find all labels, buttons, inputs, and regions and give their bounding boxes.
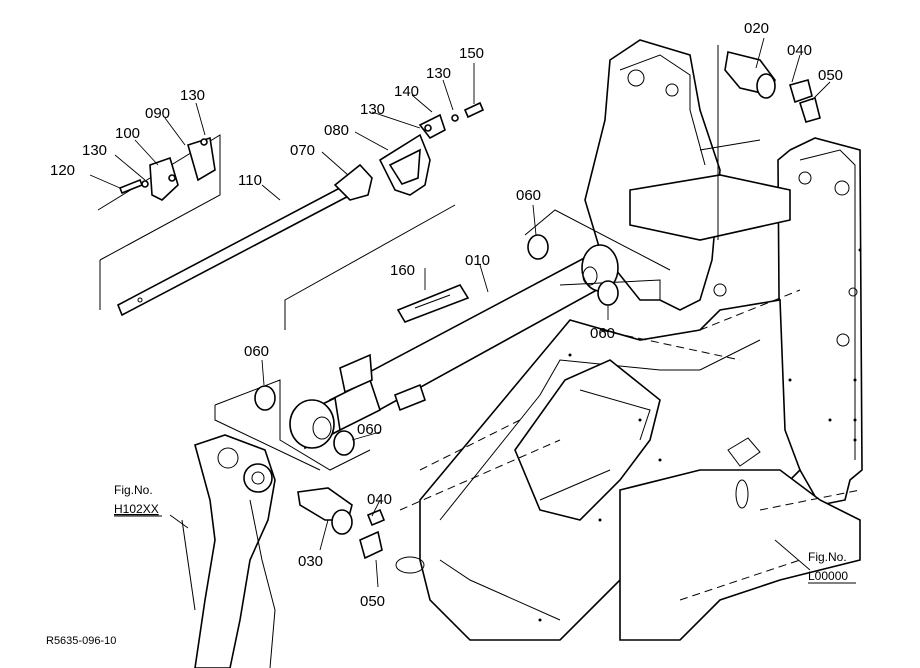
callout-040-top: 040: [787, 42, 812, 59]
callout-060-lower: 060: [357, 421, 382, 438]
plate-070: [333, 163, 373, 201]
fig-ref-l00000-line1: Fig.No.: [808, 550, 847, 564]
callout-100: 100: [115, 125, 140, 142]
callout-150: 150: [459, 45, 484, 62]
pin-030-assembly: [297, 487, 386, 560]
part-160-decal: [396, 284, 470, 323]
callout-060-left: 060: [244, 343, 269, 360]
callout-130-top: 130: [426, 65, 451, 82]
callout-050-bottom: 050: [360, 593, 385, 610]
callout-labels: 020 040 050 150 130 140 130 080 070 130 …: [50, 20, 843, 610]
callout-160: 160: [390, 262, 415, 279]
fig-ref-h102xx-line2[interactable]: H102XX: [114, 502, 159, 516]
callout-020: 020: [744, 20, 769, 37]
fig-ref-l00000-line2[interactable]: L00000: [808, 569, 848, 583]
callout-130-left: 130: [180, 87, 205, 104]
loader-arm: [181, 434, 276, 668]
callout-030: 030: [298, 553, 323, 570]
figure-reference-h102xx[interactable]: Fig.No. H102XX: [114, 483, 162, 517]
callout-040-bottom: 040: [367, 491, 392, 508]
callout-070: 070: [290, 142, 315, 159]
callout-080: 080: [324, 122, 349, 139]
loader-frame: [395, 39, 863, 641]
callout-110: 110: [238, 172, 262, 189]
figure-reference-l00000[interactable]: Fig.No. L00000: [808, 550, 856, 584]
pin-020-assembly: [724, 51, 821, 123]
leader-lines: [89, 37, 831, 588]
pin-110: [116, 178, 362, 317]
callout-090: 090: [145, 105, 170, 122]
callout-140: 140: [394, 83, 419, 100]
lift-cylinder: [289, 244, 619, 450]
callout-060-right: 060: [590, 325, 615, 342]
callout-130-mid: 130: [360, 101, 385, 118]
callout-060-top: 060: [516, 187, 541, 204]
callout-010: 010: [465, 252, 490, 269]
washers-060: [254, 234, 619, 456]
callout-120: 120: [50, 162, 75, 179]
top-bolts: [418, 101, 485, 140]
fig-ref-h102xx-line1: Fig.No.: [114, 483, 153, 497]
callout-050-top: 050: [818, 67, 843, 84]
drawing-number: R5635-096-10: [46, 635, 116, 647]
shackle-080: [378, 133, 431, 196]
callout-130-far: 130: [82, 142, 107, 159]
bracket-assembly: [118, 136, 216, 201]
